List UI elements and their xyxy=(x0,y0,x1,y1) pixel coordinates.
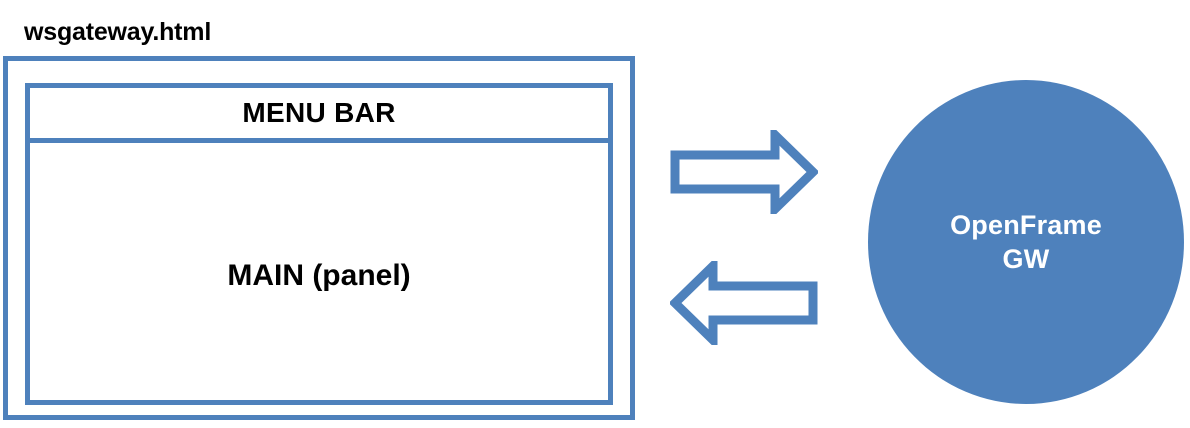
page-container: MENU BAR MAIN (panel) xyxy=(25,83,613,405)
menu-bar-label: MENU BAR xyxy=(242,97,396,128)
gateway-label: OpenFrame GW xyxy=(950,210,1102,274)
request-arrow-right-icon xyxy=(670,124,820,220)
menu-bar: MENU BAR xyxy=(30,88,608,143)
window-title: wsgateway.html xyxy=(24,18,212,46)
arrow-left-icon xyxy=(668,255,818,351)
main-panel: MAIN (panel) xyxy=(30,143,608,400)
arrow-right-icon xyxy=(670,124,820,220)
main-panel-label: MAIN (panel) xyxy=(227,259,411,292)
gateway-node: OpenFrame GW xyxy=(868,80,1184,404)
response-arrow-left-icon xyxy=(668,255,818,351)
